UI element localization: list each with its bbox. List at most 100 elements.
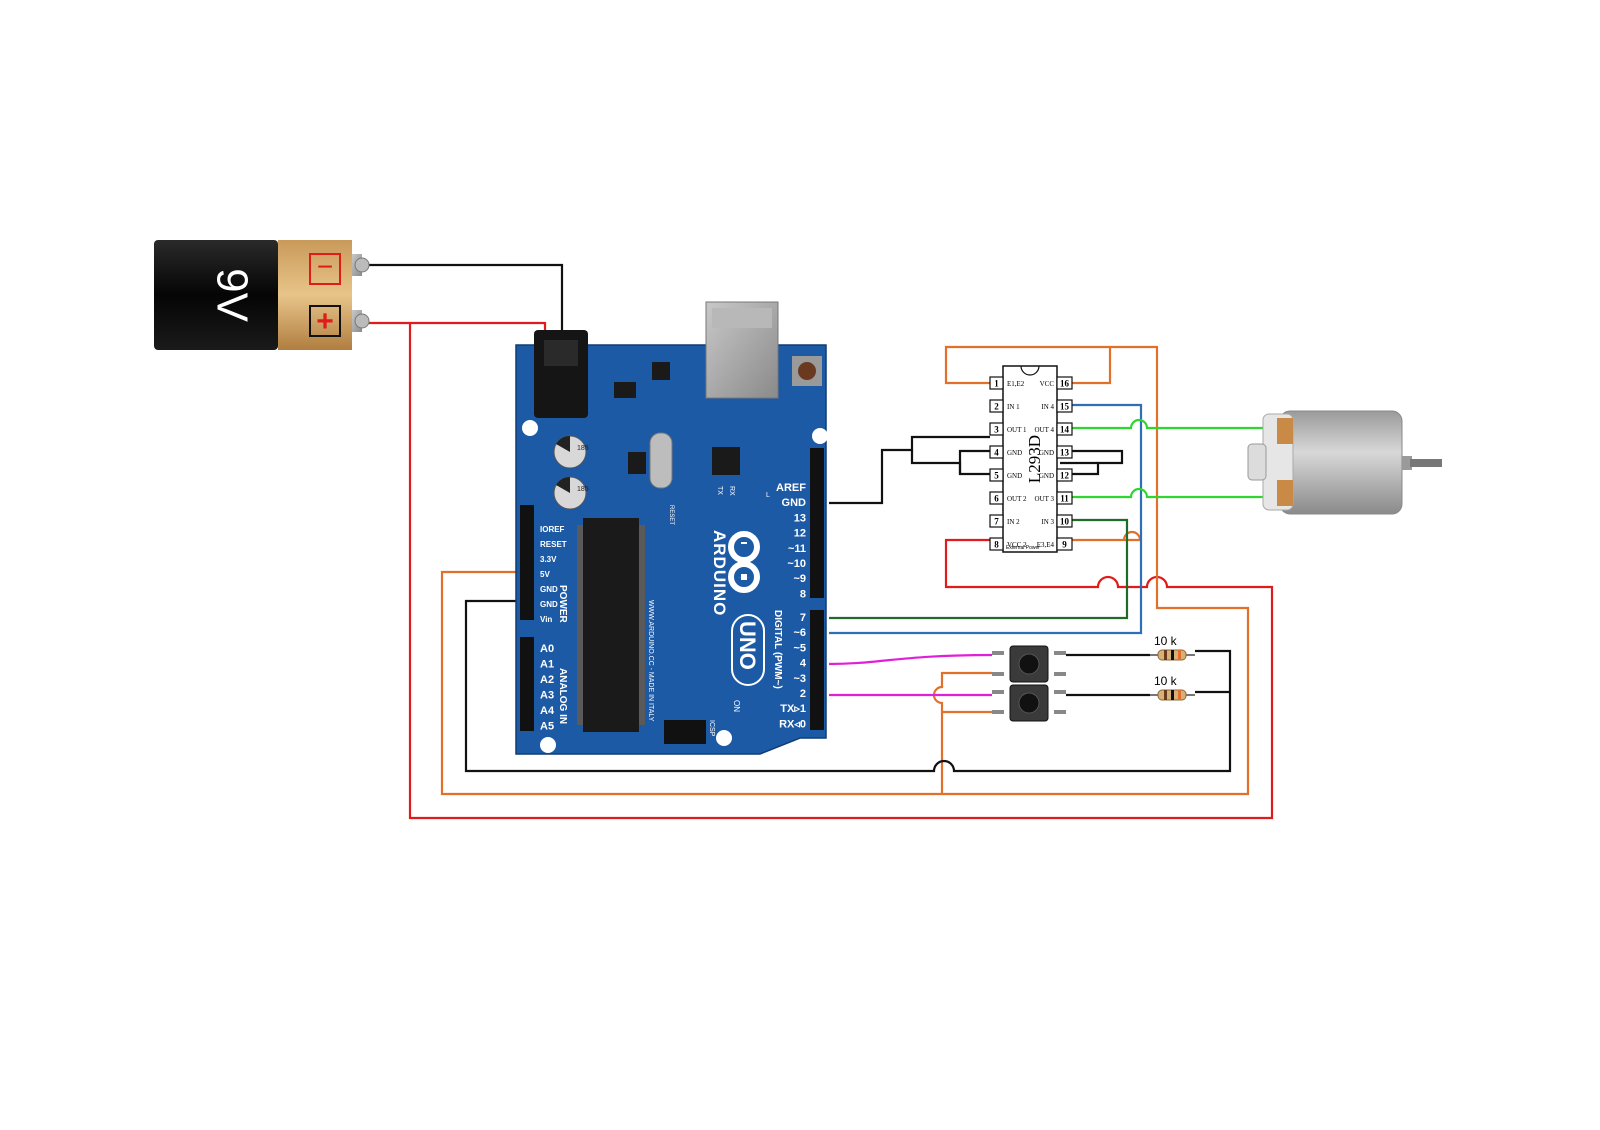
l293d-name: L293D <box>1025 435 1044 483</box>
l293d-pin-right <box>1056 537 1073 551</box>
power-pin-label: RESET <box>540 540 567 549</box>
l293d-pin-left <box>989 468 1004 482</box>
digital-pin-label: ~3 <box>793 673 806 685</box>
l293d-pin-left <box>989 399 1004 413</box>
wire-green-out3 <box>1060 487 1278 499</box>
resistor-2-label: 10 k <box>1154 674 1178 688</box>
wire-black-gnd-loop <box>464 599 1232 773</box>
mount-hole <box>540 737 556 753</box>
battery-negative-symbol: − <box>317 251 333 282</box>
analog-pin-label: A1 <box>540 659 554 671</box>
tx-led-label: TX <box>716 486 723 495</box>
wire-red-vcc-loop <box>408 323 1274 820</box>
l293d-pin-right <box>1056 491 1073 505</box>
digital-pin-label: TX▹1 <box>780 703 806 715</box>
wire-black-gnd-right <box>1060 449 1124 476</box>
l293d-pin-label: VCC <box>1040 380 1055 388</box>
push-button-2 <box>992 684 1066 722</box>
usb-chip <box>712 447 740 475</box>
wire-orange-5v <box>440 345 1250 796</box>
power-section-label: POWER <box>557 585 568 624</box>
arduino-uno-board: 185 185 <box>515 301 828 755</box>
l293d-pin-right <box>1056 468 1073 482</box>
wire-blue-in4 <box>829 403 1143 635</box>
push-buttons <box>992 645 1066 722</box>
resistor-2: 10 k <box>1150 674 1195 701</box>
digital-pin-label: ~6 <box>793 627 806 639</box>
wire-black-gnd-l293c <box>958 449 990 474</box>
l293d-pin-label: IN 4 <box>1041 403 1054 411</box>
capacitor-1: 185 <box>553 435 589 469</box>
l293d-pin-left <box>989 445 1004 459</box>
l293d-pin-number: 4 <box>994 448 999 458</box>
arduino-model-label: UNO <box>735 621 760 670</box>
l293d-pin-number: 15 <box>1060 402 1070 412</box>
power-pin-label: GND <box>540 600 558 609</box>
wire-black-gnd-l293b <box>910 450 990 476</box>
motor-terminal-top <box>1277 418 1293 444</box>
mount-hole <box>716 730 732 746</box>
l293d-pin-number: 5 <box>994 471 999 481</box>
svg-text:185: 185 <box>577 445 589 452</box>
l293d-pin-number: 8 <box>994 540 999 550</box>
digital-pin-label: 12 <box>794 528 806 540</box>
l293d-pin-label: IN 2 <box>1007 518 1020 526</box>
uno-logo <box>731 614 765 686</box>
wire-black-gnd-l293 <box>829 435 990 505</box>
l293d-pin-label: OUT 4 <box>1034 426 1054 434</box>
motor-terminal-bottom <box>1277 480 1293 506</box>
l293d-pin-number: 11 <box>1060 494 1069 504</box>
digital-pin-label: RX◃0 <box>779 718 806 730</box>
reset-silk-label: RESET <box>668 505 674 525</box>
l293d-pin-label: OUT 3 <box>1034 495 1054 503</box>
analog-pin-label: A5 <box>540 721 554 733</box>
crystal <box>649 432 673 489</box>
power-header <box>520 505 534 620</box>
digital-pin-label: 7 <box>800 612 806 624</box>
analog-pin-label: A4 <box>540 705 555 717</box>
analog-header <box>520 637 534 731</box>
icsp-header <box>664 720 706 744</box>
l293d-pin-number: 7 <box>994 517 999 527</box>
wire-magenta-pin4 <box>828 653 993 666</box>
wires <box>357 263 1278 820</box>
power-pin-label: 3.3V <box>540 555 557 564</box>
l293d-pin-label: VCC 2 <box>1007 541 1027 549</box>
wire-green-out4 <box>1060 418 1278 430</box>
digital-pin-label: 8 <box>800 588 806 600</box>
digital-header-high <box>810 448 824 598</box>
analog-pin-label: A0 <box>540 643 554 655</box>
rx-led-label: RX <box>728 486 735 496</box>
l293d-pin-left <box>989 537 1004 551</box>
wire-battery-positive <box>357 321 547 335</box>
resistor-1: 10 k <box>1150 634 1195 661</box>
digital-pin-label: GND <box>782 497 807 509</box>
battery-label: 9V <box>208 268 257 322</box>
l293d-footer: External Power <box>1006 545 1040 551</box>
digital-pin-label: 13 <box>794 512 806 524</box>
digital-pin-label: ~10 <box>787 558 806 570</box>
motor-shaft <box>1410 459 1442 467</box>
l293d-pin-label: GND <box>1007 472 1022 480</box>
push-button-1 <box>992 645 1066 683</box>
l293d-pin-left <box>989 376 1004 390</box>
l293d-body <box>1002 365 1058 553</box>
l293d-pin-number: 1 <box>994 379 999 389</box>
digital-pin-label: 2 <box>800 688 806 700</box>
l293d-pin-number: 10 <box>1060 517 1070 527</box>
arduino-logo-icon <box>728 531 760 593</box>
l293d-pin-left <box>989 491 1004 505</box>
digital-pin-label: ~11 <box>788 543 806 555</box>
l293d-pin-label: OUT 1 <box>1007 426 1027 434</box>
resistor-1-label: 10 k <box>1154 634 1178 648</box>
mount-hole <box>812 428 828 444</box>
wire-orange-e34 <box>1060 530 1142 542</box>
svg-text:185: 185 <box>577 486 589 493</box>
power-pin-label: IOREF <box>540 525 565 534</box>
